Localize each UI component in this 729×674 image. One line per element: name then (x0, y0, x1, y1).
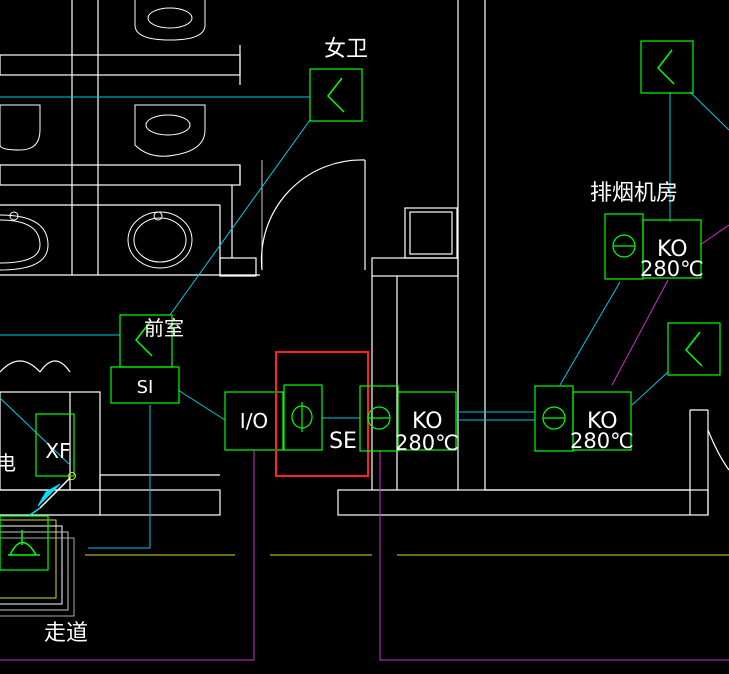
temp-label-right: 280℃ (570, 429, 634, 453)
cyan-wires (0, 91, 729, 549)
walls (0, 0, 729, 516)
room-label-smoke-room: 排烟机房 (590, 181, 678, 206)
magenta-wires (0, 224, 729, 661)
si-label: SI (137, 377, 154, 398)
fire-damper-right[interactable]: KO 280℃ (534, 385, 634, 453)
room-label-front-room: 前室 (144, 316, 184, 340)
io-module[interactable]: I/O (224, 391, 284, 451)
xf-module[interactable]: XF (35, 413, 76, 480)
ko-label-middle: KO (412, 409, 443, 434)
fire-damper-smoke-room[interactable]: KO 280℃ (604, 213, 704, 281)
io-label: I/O (240, 409, 268, 433)
exhaust-fan-female-toilet[interactable] (309, 68, 363, 122)
temp-label-middle: 280℃ (395, 431, 459, 455)
arrow-pointer-icon (29, 477, 71, 516)
selection-highlight-box (275, 351, 369, 477)
exhaust-fan-smoke-room-top[interactable] (640, 40, 694, 94)
alarm-bell-icon[interactable] (0, 515, 49, 571)
sanitary-fixtures (0, 0, 206, 271)
fragment-label-left: 电 (0, 451, 16, 475)
si-module[interactable]: SI (110, 366, 180, 404)
se-label: SE (329, 429, 357, 454)
left-wire-bundle (0, 397, 75, 617)
xf-label: XF (45, 439, 70, 463)
smoke-damper-highlighted[interactable]: SE (283, 384, 357, 454)
room-label-corridor: 走道 (44, 621, 88, 646)
ko-label-right: KO (587, 409, 618, 434)
ko-label-smoke-room: KO (657, 237, 688, 262)
temp-label-smoke-room: 280℃ (640, 257, 704, 281)
exhaust-fan-right[interactable] (667, 322, 721, 376)
room-label-female-toilet: 女卫 (324, 37, 368, 62)
fire-damper-middle[interactable]: KO 280℃ (359, 385, 459, 455)
